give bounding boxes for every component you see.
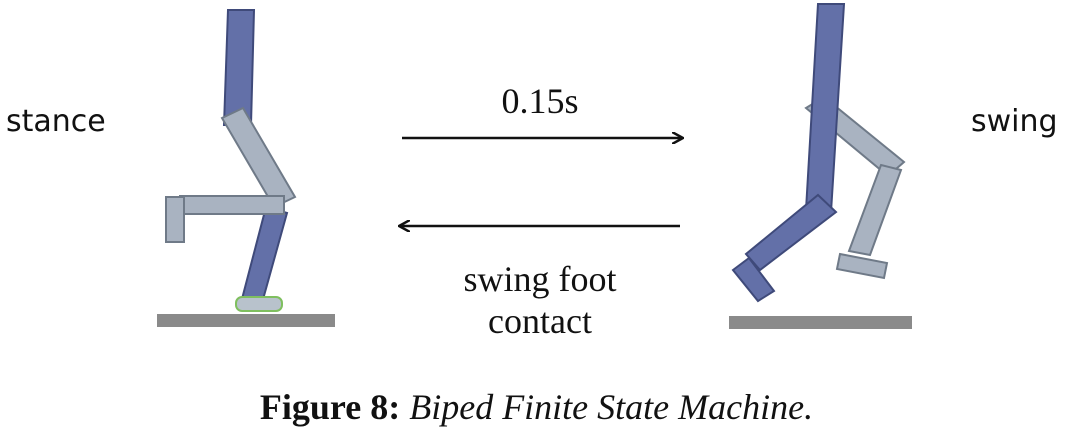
stance-shin-segment — [179, 195, 285, 215]
swing-to-stance-condition-line2: contact — [488, 301, 592, 341]
swing-biped-figure — [729, 3, 912, 329]
stance-contact-foot — [235, 296, 283, 312]
stance-to-swing-condition: 0.15s — [501, 81, 579, 121]
swing-torso-segment — [804, 3, 846, 214]
stance-raised-foot-segment — [165, 196, 185, 243]
swing-leg-segment — [744, 193, 838, 272]
stance-ground — [157, 314, 335, 327]
stance-leg-segment — [240, 205, 289, 305]
stance-state-label: stance — [6, 104, 106, 139]
figure-number: Figure 8: — [259, 387, 401, 427]
stance-biped-figure — [157, 9, 335, 327]
figure-title: Biped Finite State Machine. — [400, 387, 814, 427]
swing-shin-segment — [847, 163, 903, 257]
stance-thigh-segment — [220, 106, 297, 209]
swing-to-stance-condition-line1: swing foot — [463, 259, 617, 299]
stance-torso-segment — [222, 9, 256, 126]
swing-to-stance-condition: swing foot contact — [420, 258, 660, 342]
swing-ground — [729, 316, 912, 329]
swing-dark-foot-segment — [731, 256, 776, 303]
swing-state-label: swing — [971, 104, 1058, 139]
figure-caption: Figure 8: Biped Finite State Machine. — [0, 386, 1073, 428]
swing-light-foot-segment — [835, 252, 889, 280]
